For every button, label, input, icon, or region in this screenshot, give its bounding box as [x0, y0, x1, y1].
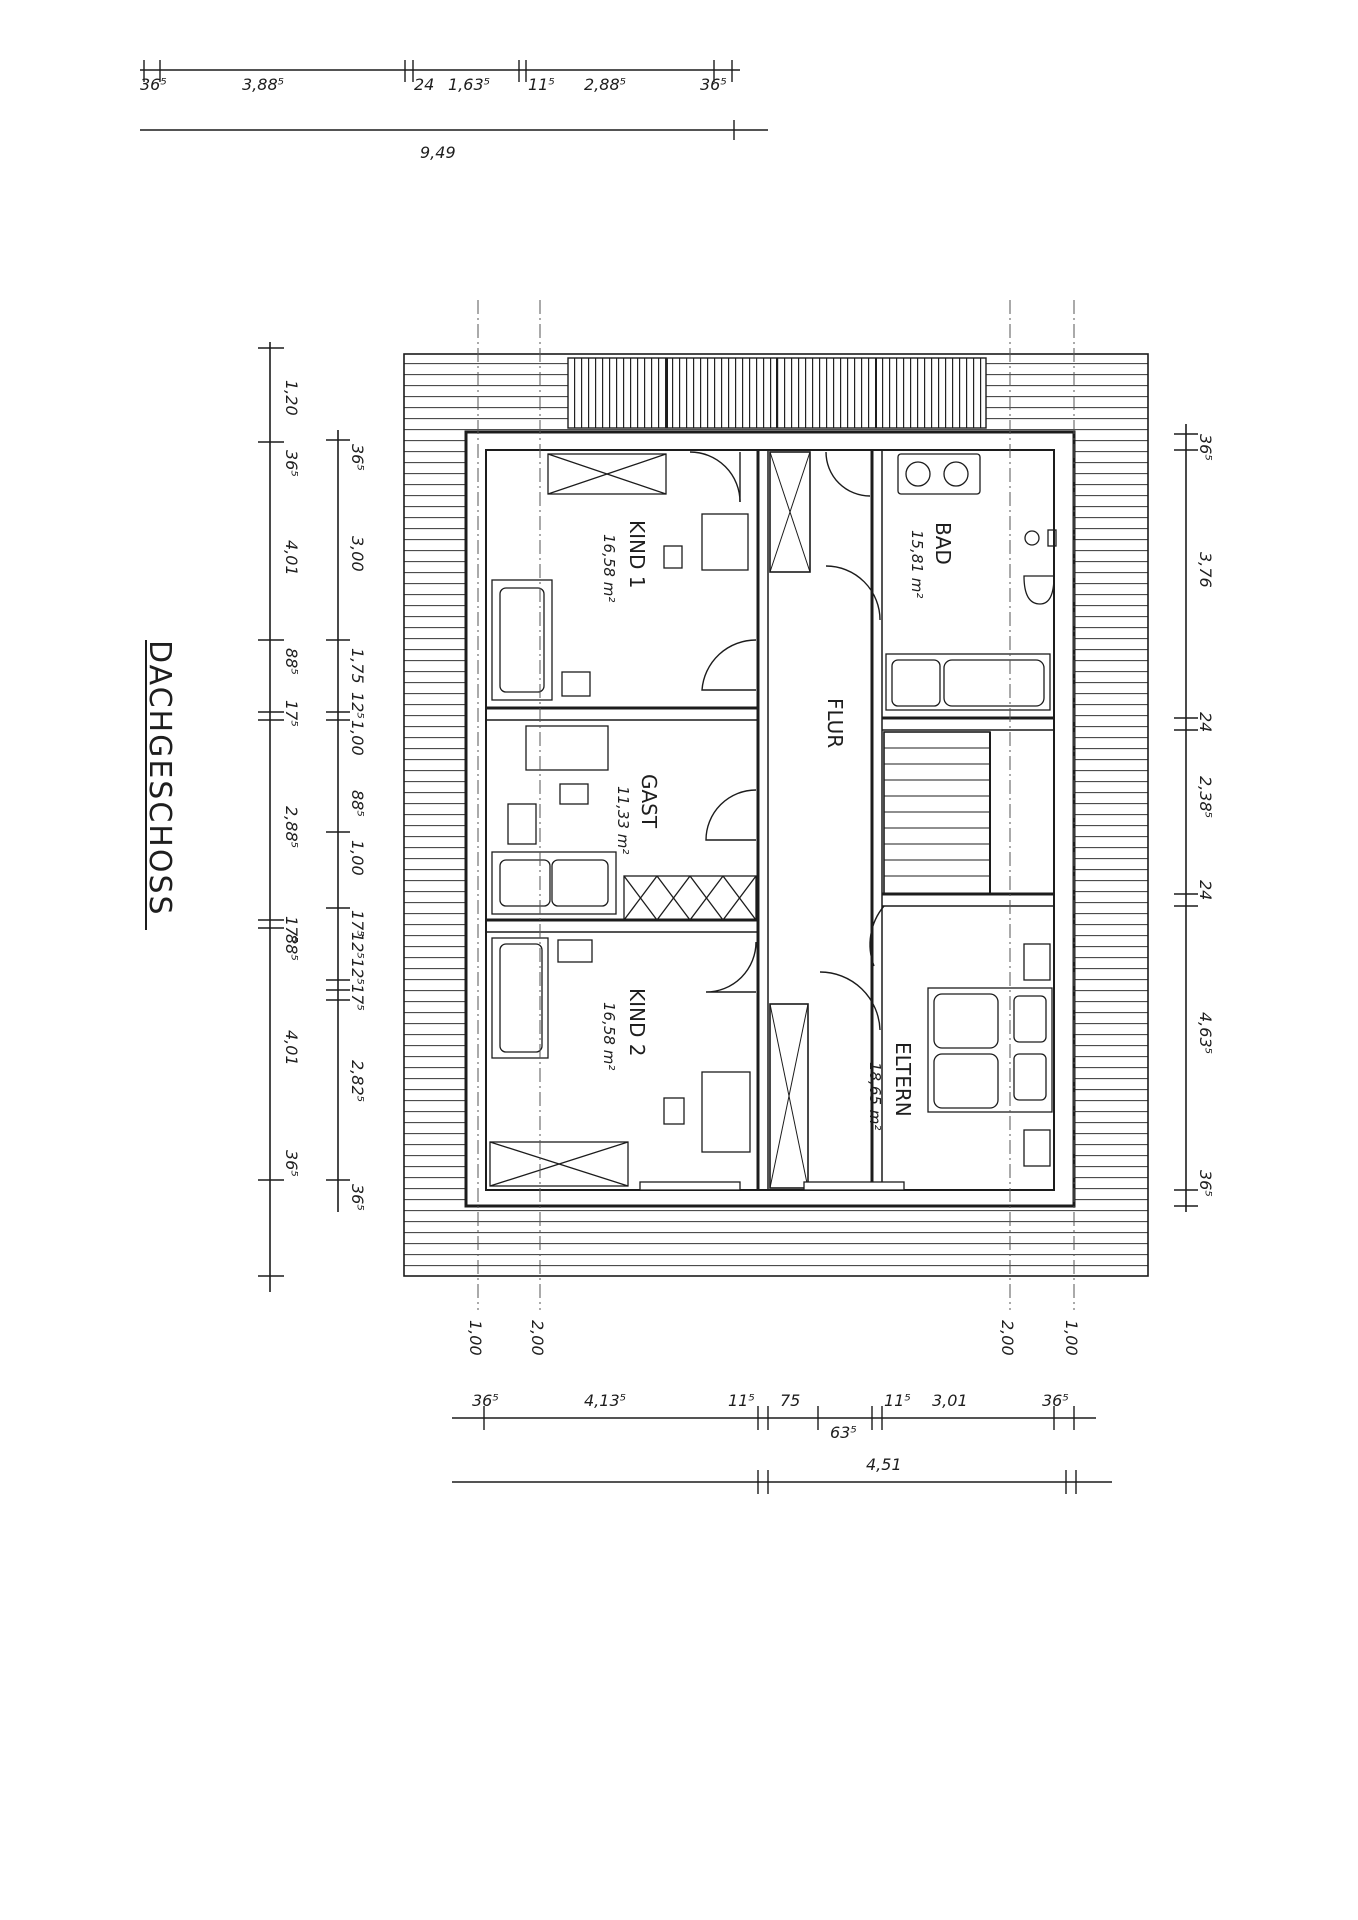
left-dimension-outer — [258, 342, 284, 1292]
axis-lines — [477, 300, 1075, 1310]
dim-left-outer-2: 4,01 — [282, 540, 301, 576]
dim-left-outer-7: 88⁵ — [282, 934, 301, 961]
dim-left-inner-7: 17⁵ — [348, 910, 367, 937]
dim-left-inner-2: 1,75 — [348, 648, 367, 684]
room-label-bad: BAD — [931, 522, 955, 565]
dim-top-2: 24 — [414, 75, 434, 94]
dim-left-outer-0: 1,20 — [282, 380, 301, 416]
room-area-bad: 15,81 m² — [908, 530, 926, 598]
furniture-kind2 — [489, 937, 751, 1191]
left-inner-labels: 36⁵3,001,7512⁵1,0088⁵1,0017⁵12⁵12⁵17⁵2,8… — [348, 444, 367, 1211]
dim-right-4: 24 — [1196, 880, 1215, 900]
dim-left-outer-8: 4,01 — [282, 1030, 301, 1066]
dim-right-3: 2,38⁵ — [1196, 776, 1215, 818]
furniture-kind1 — [491, 453, 749, 701]
room-label-kind1: KIND 1 — [625, 520, 649, 588]
dim-bottom-5: 11⁵ — [884, 1391, 911, 1410]
dim-left-outer-1: 36⁵ — [282, 450, 301, 477]
dim-left-outer-3: 88⁵ — [282, 648, 301, 675]
room-area-kind1: 16,58 m² — [600, 534, 618, 602]
dim-bottom-6: 3,01 — [932, 1391, 968, 1410]
dim-left-inner-0: 36⁵ — [348, 444, 367, 471]
dim-roof-c: 2,00 — [998, 1320, 1017, 1356]
dim-left-inner-9: 12⁵ — [348, 958, 367, 985]
dim-right-2: 24 — [1196, 712, 1215, 732]
dim-left-inner-6: 1,00 — [348, 840, 367, 876]
dim-roof-d: 1,00 — [1062, 1320, 1081, 1356]
dim-top-0: 36⁵ — [140, 75, 167, 94]
dim-top-5: 2,88⁵ — [584, 75, 626, 94]
dim-left-inner-5: 88⁵ — [348, 790, 367, 817]
furniture-eltern — [803, 943, 1053, 1191]
room-label-eltern: ELTERN — [891, 1042, 915, 1117]
right-dimension-string — [1174, 424, 1198, 1212]
dim-bottom-4: 63⁵ — [830, 1423, 857, 1442]
dim-left-outer-9: 36⁵ — [282, 1150, 301, 1177]
furniture-gast — [491, 725, 757, 921]
dim-right-6: 36⁵ — [1196, 1170, 1215, 1197]
dim-left-outer-6: 17⁵ — [282, 916, 301, 943]
furniture-bad — [885, 453, 1057, 711]
room-label-flur: FLUR — [823, 698, 847, 748]
door-swings — [689, 451, 885, 1031]
dim-left-outer-4: 17⁵ — [282, 700, 301, 727]
right-labels: 36⁵ 3,76 24 2,38⁵ 24 4,63⁵ 36⁵ — [1196, 434, 1215, 1197]
dim-left-inner-8: 12⁵ — [348, 932, 367, 959]
dim-top-6: 36⁵ — [700, 75, 727, 94]
dim-top-4: 11⁵ — [528, 75, 555, 94]
dim-bottom-total: 4,51 — [866, 1455, 902, 1474]
dim-bottom-3: 75 — [780, 1391, 800, 1410]
dim-left-inner-1: 3,00 — [348, 536, 367, 572]
dim-bottom-2: 11⁵ — [728, 1391, 755, 1410]
building-walls — [464, 430, 1076, 1208]
room-area-eltern: 18,65 m² — [866, 1062, 884, 1130]
room-label-kind2: KIND 2 — [625, 988, 649, 1056]
dim-left-outer-5: 2,88⁵ — [282, 806, 301, 848]
room-area-gast: 11,33 m² — [614, 786, 632, 854]
top-dimension-string: 36⁵ 3,88⁵ 24 1,63⁵ 11⁵ 2,88⁵ 36⁵ 9,49 — [140, 60, 768, 162]
dim-left-inner-4: 1,00 — [348, 720, 367, 756]
room-area-kind2: 16,58 m² — [600, 1002, 618, 1070]
dim-left-inner-11: 2,82⁵ — [348, 1060, 367, 1102]
dim-top-total: 9,49 — [420, 143, 456, 162]
plan-title: DACHGESCHOSS — [142, 640, 177, 917]
dim-roof-a: 1,00 — [466, 1320, 485, 1356]
bottom-dimension-string: 36⁵ 4,13⁵ 11⁵ 75 63⁵ 11⁵ 3,01 36⁵ 4,51 — [452, 1391, 1112, 1494]
dim-left-inner-12: 36⁵ — [348, 1184, 367, 1211]
left-dimension-inner — [326, 430, 350, 1212]
dim-bottom-0: 36⁵ — [472, 1391, 499, 1410]
dim-right-1: 3,76 — [1196, 552, 1215, 588]
room-label-gast: GAST — [637, 774, 661, 829]
dim-left-inner-10: 17⁵ — [348, 984, 367, 1011]
dim-top-1: 3,88⁵ — [242, 75, 284, 94]
dim-bottom-7: 36⁵ — [1042, 1391, 1069, 1410]
dim-bottom-1: 4,13⁵ — [584, 1391, 626, 1410]
dim-roof-b: 2,00 — [528, 1320, 547, 1356]
staircase — [883, 731, 991, 895]
dim-right-5: 4,63⁵ — [1196, 1012, 1215, 1054]
dim-right-0: 36⁵ — [1196, 434, 1215, 461]
dim-top-3: 1,63⁵ — [448, 75, 490, 94]
dim-left-inner-3: 12⁵ — [348, 692, 367, 719]
